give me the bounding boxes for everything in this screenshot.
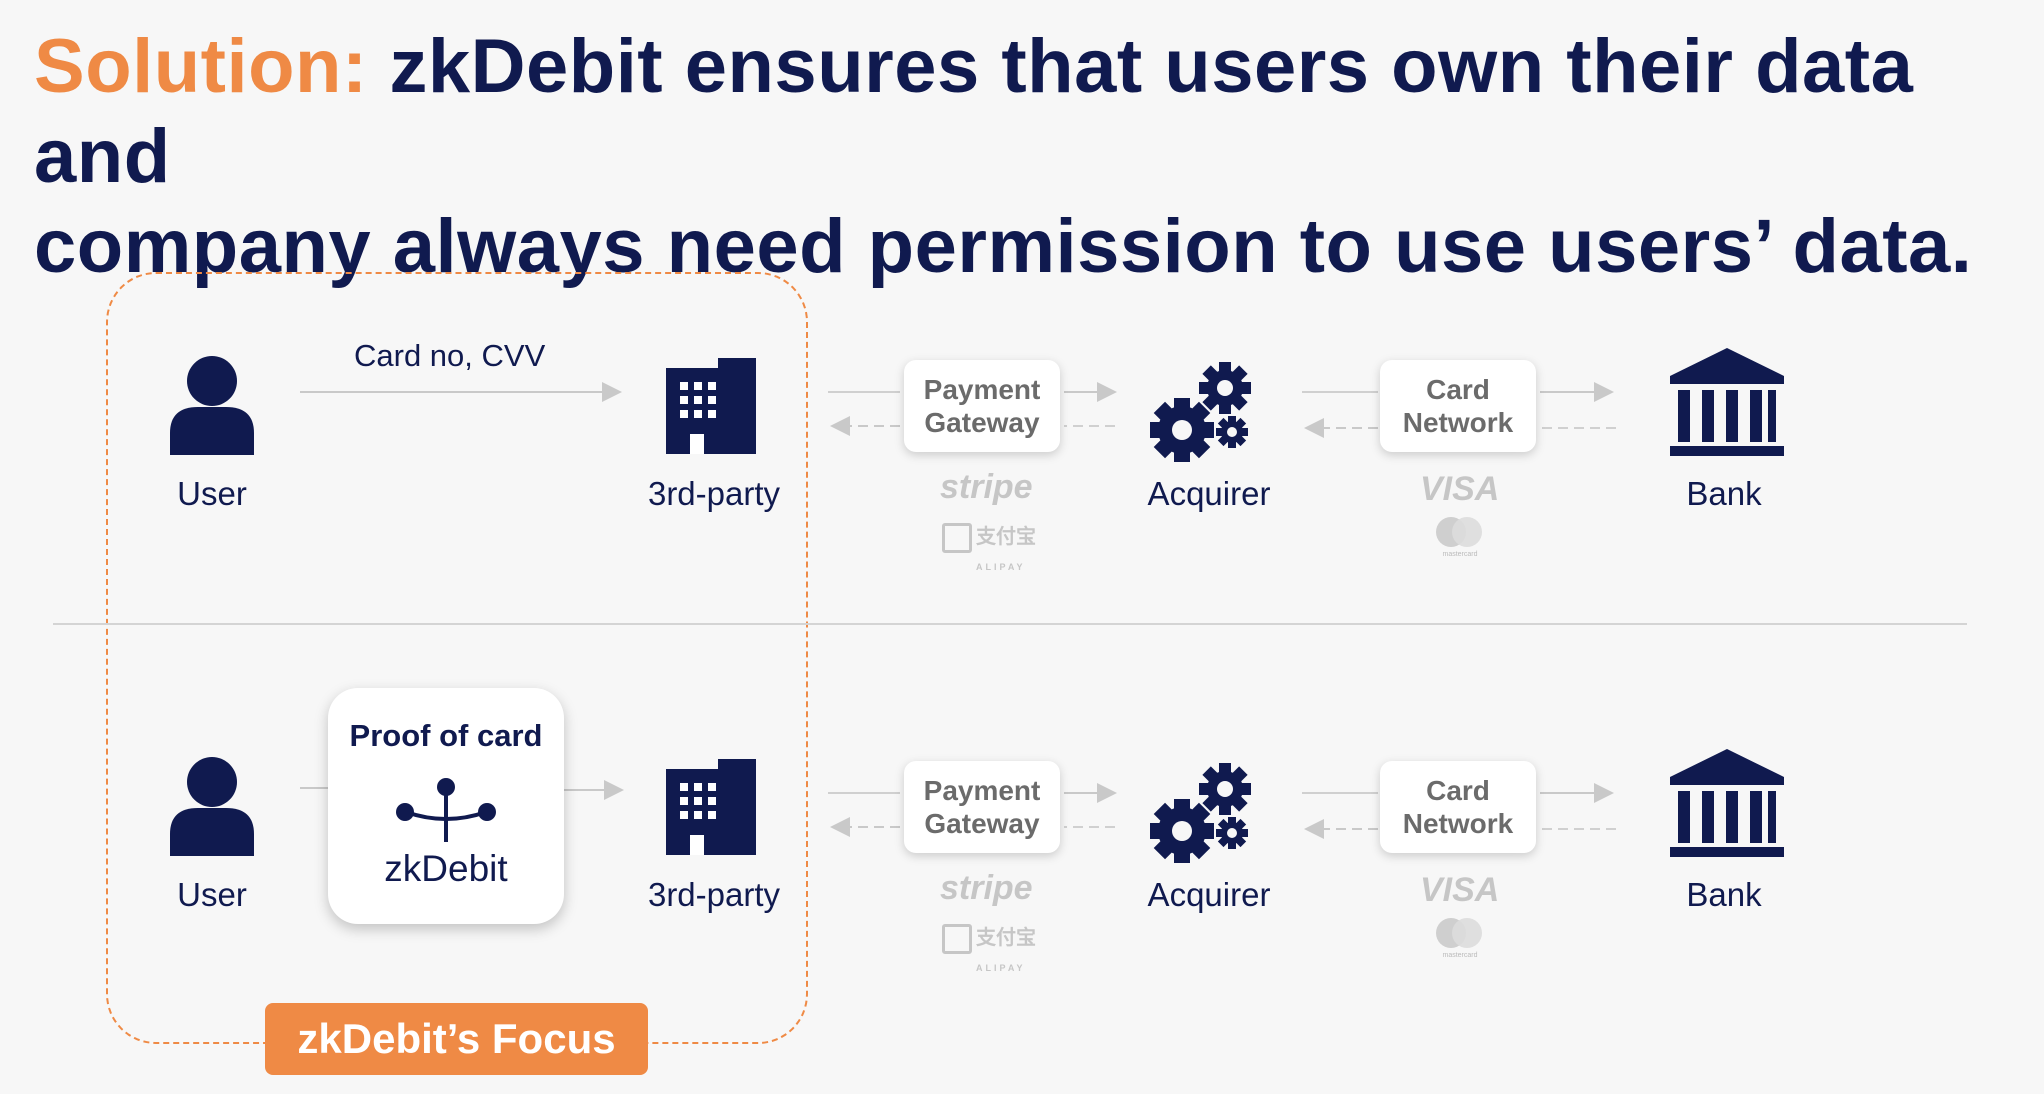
- bank-icon: [1670, 749, 1784, 857]
- user-label: User: [177, 475, 247, 512]
- building-icon: [666, 759, 756, 855]
- title-accent: Solution:: [34, 24, 368, 109]
- row-divider: [53, 623, 1967, 625]
- acquirer-label: Acquirer: [1147, 876, 1271, 913]
- user-label: User: [177, 876, 247, 913]
- third-party-label: 3rd-party: [647, 876, 781, 913]
- payment-gateway-box: Payment Gateway: [904, 761, 1060, 853]
- visa-logo: VISA: [1420, 871, 1500, 909]
- visa-logo: VISA: [1420, 470, 1500, 508]
- bank-label: Bank: [1686, 876, 1762, 913]
- proof-brand: zkDebit: [384, 848, 508, 889]
- focus-badge: zkDebit’s Focus: [265, 1003, 648, 1075]
- user-icon: [170, 356, 254, 455]
- alipay-logo: 支付宝 ALIPAY: [942, 520, 1036, 576]
- stripe-logo: stripe: [940, 869, 1033, 907]
- gears-icon: [1150, 763, 1251, 863]
- proof-title: Proof of card: [349, 718, 543, 753]
- card-network-box: Card Network: [1380, 761, 1536, 853]
- acquirer-label: Acquirer: [1147, 475, 1271, 512]
- bank-label: Bank: [1686, 475, 1762, 512]
- title-line2: company always need permission to use us…: [34, 204, 1973, 289]
- building-icon: [666, 358, 756, 454]
- slide-title: Solution: zkDebit ensures that users own…: [34, 22, 2024, 292]
- gears-icon: [1150, 362, 1251, 462]
- proof-of-card-card: Proof of card zkDebit: [328, 688, 564, 924]
- user-icon: [170, 757, 254, 856]
- svg-text:mastercard: mastercard: [1442, 952, 1477, 959]
- third-party-label: 3rd-party: [647, 475, 781, 512]
- alipay-logo: 支付宝 ALIPAY: [942, 921, 1036, 977]
- bank-icon: [1670, 348, 1784, 456]
- svg-text:mastercard: mastercard: [1442, 551, 1477, 558]
- stripe-logo: stripe: [940, 468, 1033, 506]
- payment-gateway-box: Payment Gateway: [904, 360, 1060, 452]
- arrow-label-card-cvv: Card no, CVV: [354, 338, 546, 373]
- title-line1: zkDebit ensures that users own their dat…: [34, 24, 1914, 199]
- zkdebit-tree-icon: [396, 778, 496, 842]
- card-network-box: Card Network: [1380, 360, 1536, 452]
- mastercard-logo: mastercard: [1436, 517, 1482, 558]
- mastercard-logo: mastercard: [1436, 918, 1482, 959]
